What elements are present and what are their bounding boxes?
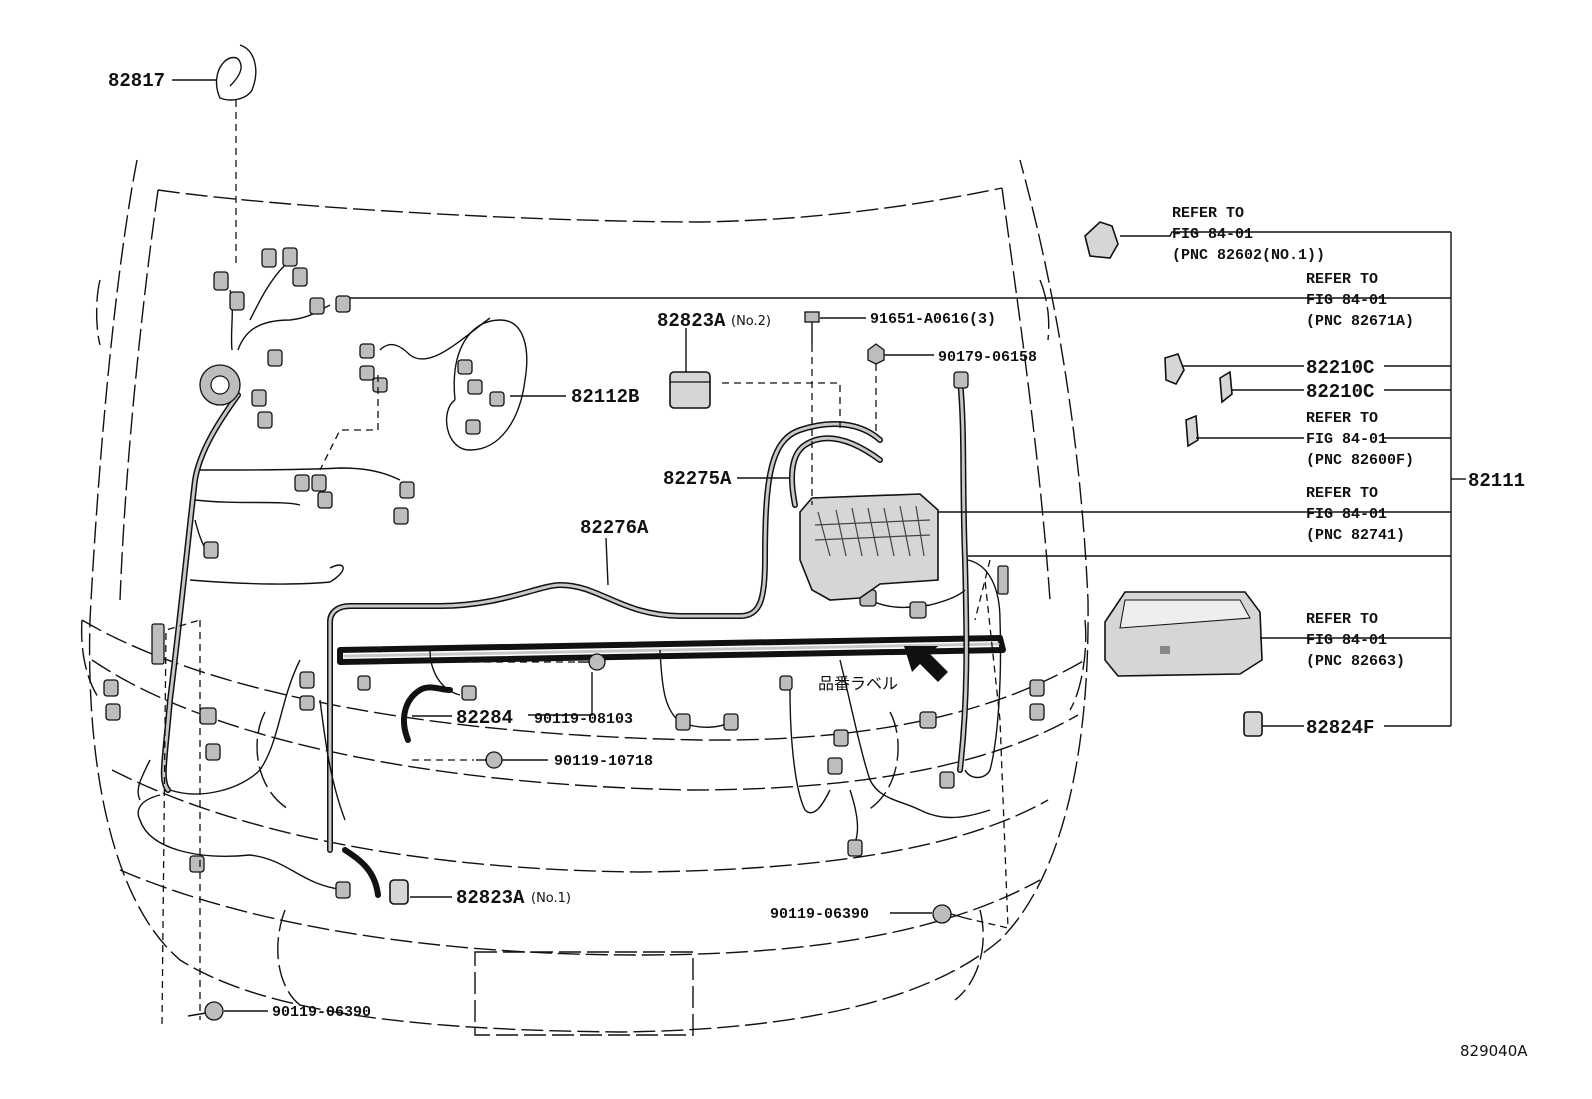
bolts: [187, 311, 966, 1021]
label-90179: 90179-06158: [938, 349, 1037, 366]
fusebox-cover: [1104, 591, 1263, 677]
label-82817: 82817: [108, 70, 165, 92]
label-82210c-lower: 82210C: [1306, 381, 1374, 403]
label-82823a-no2-sub: (No.2): [731, 314, 771, 329]
ref-82602: REFER TO FIG 84-01 (PNC 82602(NO.1)): [1172, 205, 1325, 264]
label-82823a-no2: 82823A: [657, 310, 726, 332]
svg-text:REFER TO: REFER TO: [1306, 485, 1378, 502]
label-82284: 82284: [456, 707, 513, 729]
side-parts: [1084, 221, 1263, 737]
svg-text:FIG 84-01: FIG 84-01: [1306, 632, 1387, 649]
ref-82741: REFER TO FIG 84-01 (PNC 82741): [1306, 485, 1405, 544]
label-82824f: 82824F: [1306, 717, 1374, 739]
connectors: [103, 247, 1045, 899]
relay-82823a-no2: [669, 371, 711, 409]
svg-text:(PNC 82602(NO.1)): (PNC 82602(NO.1)): [1172, 247, 1325, 264]
relay-82823a-no1: [389, 879, 409, 905]
svg-text:(PNC 82671A): (PNC 82671A): [1306, 313, 1414, 330]
clip-82817: [215, 44, 257, 101]
reference-labels: REFER TO FIG 84-01 (PNC 82602(NO.1)) REF…: [1172, 205, 1414, 670]
vehicle-outline: [80, 159, 1089, 1036]
svg-text:(PNC 82663): (PNC 82663): [1306, 653, 1405, 670]
svg-text:REFER TO: REFER TO: [1306, 611, 1378, 628]
svg-text:REFER TO: REFER TO: [1306, 410, 1378, 427]
engine-wire-harness: [137, 264, 1006, 898]
ref-82671a: REFER TO FIG 84-01 (PNC 82671A): [1306, 271, 1414, 330]
label-82275a: 82275A: [663, 468, 732, 490]
label-82276a: 82276A: [580, 517, 649, 539]
label-82111: 82111: [1468, 470, 1525, 492]
label-82823a-no1: 82823A: [456, 887, 525, 909]
junction-block: [799, 493, 939, 601]
label-82112b: 82112B: [571, 386, 639, 408]
label-90119-08103: 90119-08103: [534, 711, 633, 728]
part-labels: 82817 82823A (No.2) 91651-A0616(3) 90179…: [108, 70, 1525, 1021]
svg-text:FIG 84-01: FIG 84-01: [1306, 506, 1387, 523]
label-90119-06390-lower: 90119-06390: [272, 1004, 371, 1021]
label-arrow: [904, 646, 948, 682]
svg-text:REFER TO: REFER TO: [1172, 205, 1244, 222]
label-90119-06390-front: 90119-06390: [770, 906, 869, 923]
label-82210c-upper: 82210C: [1306, 357, 1374, 379]
svg-text:FIG 84-01: FIG 84-01: [1306, 292, 1387, 309]
svg-text:FIG 84-01: FIG 84-01: [1306, 431, 1387, 448]
label-82823a-no1-sub: (No.1): [531, 891, 571, 906]
svg-text:(PNC 82741): (PNC 82741): [1306, 527, 1405, 544]
figure-code: 829040A: [1460, 1042, 1528, 1060]
label-91651: 91651-A0616(3): [870, 311, 996, 328]
svg-text:REFER TO: REFER TO: [1306, 271, 1378, 288]
svg-text:FIG 84-01: FIG 84-01: [1172, 226, 1253, 243]
label-part-number-sticker: 品番ラベル: [818, 674, 898, 693]
leader-lines: [161, 79, 1466, 1025]
label-90119-10718: 90119-10718: [554, 753, 653, 770]
svg-text:(PNC 82600F): (PNC 82600F): [1306, 452, 1414, 469]
ref-82663: REFER TO FIG 84-01 (PNC 82663): [1306, 611, 1405, 670]
ref-82600f: REFER TO FIG 84-01 (PNC 82600F): [1306, 410, 1414, 469]
